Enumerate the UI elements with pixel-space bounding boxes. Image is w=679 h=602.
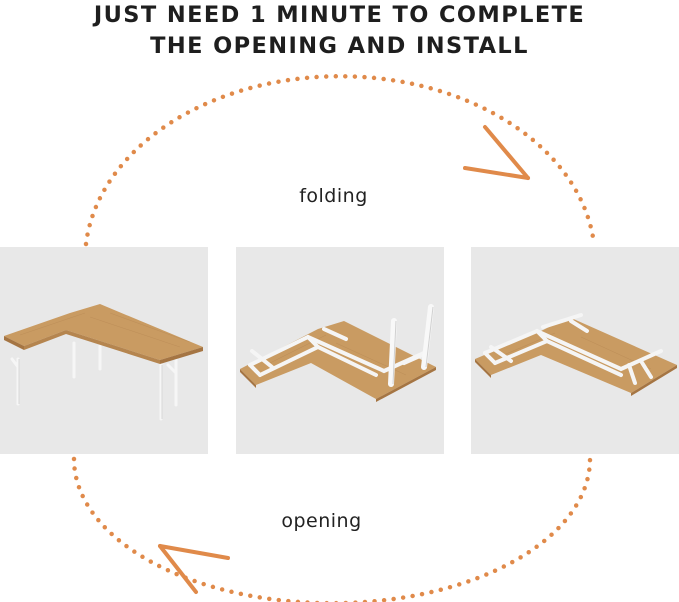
folding-label: folding	[299, 185, 368, 207]
desk-upright-image	[0, 247, 208, 454]
clockwise-arrow-icon	[463, 125, 530, 180]
dotted-circle-top	[83, 74, 597, 247]
desk-folded-icon	[475, 313, 677, 396]
opening-label: opening	[281, 510, 362, 532]
dotted-circle-bottom	[71, 456, 593, 602]
headline-line-1: JUST NEED 1 MINUTE TO COMPLETE	[93, 2, 586, 28]
desk-folding-icon	[240, 304, 436, 402]
headline-line-2: THE OPENING AND INSTALL	[150, 33, 529, 59]
headline: JUST NEED 1 MINUTE TO COMPLETE THE OPENI…	[0, 0, 679, 62]
desk-upright-icon	[4, 304, 203, 421]
counterclockwise-arrow-icon	[158, 544, 230, 594]
desk-folded-image	[471, 247, 679, 454]
desk-folding-image	[236, 247, 444, 454]
